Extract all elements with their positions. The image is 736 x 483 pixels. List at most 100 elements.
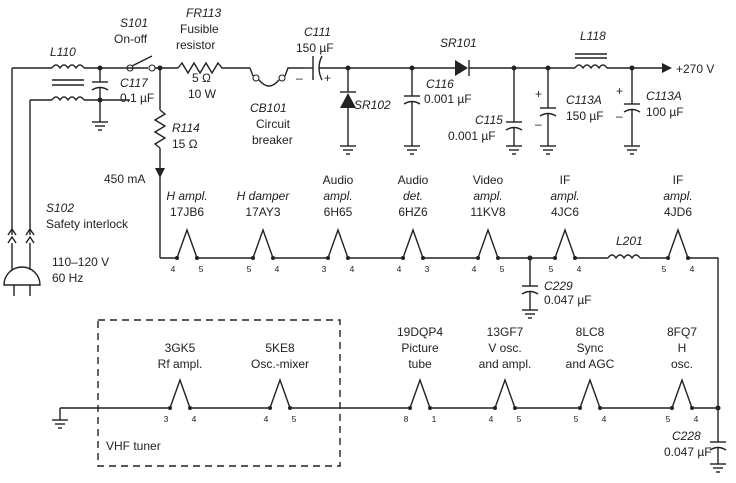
pin-left: 5 [662, 264, 667, 274]
fr113-desc-2: resistor [176, 38, 215, 52]
l110-label: L110 [50, 45, 76, 59]
heater-filament [554, 227, 576, 259]
vhf-tuner-box [97, 319, 341, 467]
pin-right: 5 [199, 264, 204, 274]
l110-coil-top [51, 64, 85, 70]
tube-label-l2: ampl. [473, 189, 502, 203]
pin-right: 4 [690, 264, 695, 274]
tube-label-l2: H damper [237, 189, 291, 203]
pin-right: 4 [350, 264, 355, 274]
c229-value: 0.047 µF [544, 293, 592, 307]
r114-name: R114 [172, 121, 200, 135]
top-tube-1: 5 4 H damper 17AY3 [237, 189, 291, 274]
tube-label-l1: 8LC8 [576, 325, 605, 339]
heater-filament [409, 377, 431, 409]
tube-label-l3: Osc.-mixer [251, 357, 309, 371]
tube-label-l3: Rf ampl. [158, 357, 203, 371]
sr101-label: SR101 [440, 36, 477, 50]
pin-left: 3 [164, 414, 169, 424]
tube-label-l1: IF [673, 173, 684, 187]
c113b-minus: – [616, 109, 623, 123]
r114-value: 15 Ω [172, 137, 198, 151]
tube-label-l3: 11KV8 [470, 205, 505, 219]
heater-filament [402, 227, 424, 259]
tube-label-l1: Video [473, 173, 504, 187]
pin-left: 5 [574, 414, 579, 424]
c113b-value: 100 µF [646, 105, 684, 119]
output-voltage: +270 V [676, 62, 714, 76]
tube-label-l2: 5KE8 [265, 341, 295, 355]
pin-right: 1 [432, 414, 437, 424]
tube-label-l1: 8FQ7 [667, 325, 697, 339]
c111-minus: – [296, 71, 303, 85]
fr113-ohms: 5 Ω [192, 71, 211, 85]
c111-name: C111 [304, 25, 331, 39]
pin-right: 4 [192, 414, 197, 424]
c228-name: C228 [672, 429, 701, 443]
s101-desc: On-off [114, 32, 148, 46]
tube-label-l2: Sync [577, 341, 604, 355]
mains-voltage: 110–120 V [52, 255, 109, 269]
tube-label-l2: ampl. [663, 189, 692, 203]
tube-label-l2: H ampl. [166, 189, 207, 203]
fr113-desc-1: Fusible [180, 22, 219, 36]
sr102-label: SR102 [354, 98, 391, 112]
c113a-value: 150 µF [566, 109, 604, 123]
pin-left: 4 [472, 264, 477, 274]
tube-label-l1: Audio [323, 173, 354, 187]
pin-left: 4 [397, 264, 402, 274]
cb101-breaker [258, 79, 280, 87]
tube-label-l3: 6H65 [324, 205, 353, 219]
top-tube-4: 4 5 Video ampl. 11KV8 [470, 173, 505, 274]
c111-value: 150 µF [296, 41, 334, 55]
tube-label-l2: det. [403, 189, 423, 203]
fr113-resistor [177, 61, 250, 75]
heater-filament [477, 227, 499, 259]
tube-label-l3: and AGC [566, 357, 615, 371]
power-supply-section: S101 On-off R114 15 Ω 450 mA FR113 Fusib… [104, 6, 714, 258]
top-tube-2: 3 4 Audio ampl. 6H65 [322, 173, 355, 274]
heater-filament [269, 377, 291, 409]
s101-name: S101 [120, 16, 148, 30]
c116-value: 0.001 µF [424, 92, 472, 106]
heater-filament [494, 377, 516, 409]
tube-label-l1: Audio [398, 173, 429, 187]
pin-left: 4 [264, 414, 269, 424]
heater-filament [252, 227, 274, 259]
pin-left: 3 [322, 264, 327, 274]
tube-label-l2: V osc. [488, 341, 521, 355]
l201-label: L201 [616, 234, 643, 248]
l201-coil [607, 254, 641, 260]
pin-right: 5 [500, 264, 505, 274]
c229-name: C229 [544, 279, 573, 293]
tube-label-l2: ampl. [323, 189, 352, 203]
c113a-plus: + [535, 87, 542, 101]
power-plug-icon [3, 266, 41, 286]
pin-right: 5 [292, 414, 297, 424]
s102-name: S102 [46, 201, 74, 215]
c115-value: 0.001 µF [448, 129, 496, 143]
pin-right: 4 [275, 264, 280, 274]
tube-label-l3: osc. [671, 357, 693, 371]
pin-right: 4 [602, 414, 607, 424]
heater-filament [176, 227, 198, 259]
pin-right: 5 [517, 414, 522, 424]
tube-label-l3: 17AY3 [245, 205, 280, 219]
tube-label-l1: 19DQP4 [397, 325, 443, 339]
pin-left: 5 [247, 264, 252, 274]
sr101-diode [455, 60, 468, 76]
c115-name: C115 [475, 113, 503, 127]
c113b-name: C113A [646, 89, 682, 103]
cb101-desc-1: Circuit [256, 117, 291, 131]
c113a-minus: – [535, 117, 542, 131]
tube-label-l1: 13GF7 [487, 325, 524, 339]
